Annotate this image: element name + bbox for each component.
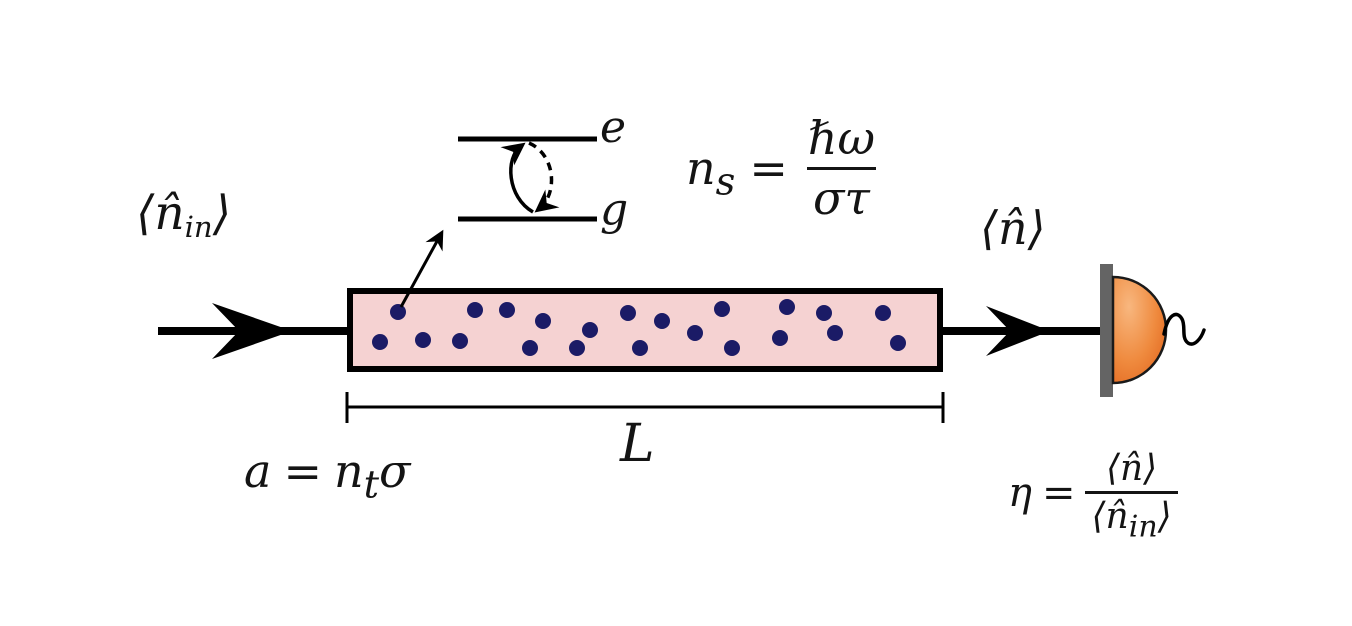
excited-level-label: e xyxy=(600,102,627,153)
atom-dot xyxy=(535,313,551,329)
excitation-arrow xyxy=(500,142,534,214)
atom-dot xyxy=(724,340,740,356)
detector-wire-squiggle-icon xyxy=(1162,312,1206,346)
ground-level-label: g xyxy=(600,184,629,235)
atom-dot xyxy=(415,332,431,348)
atom-pointer-arrow xyxy=(399,229,444,308)
atom-dot xyxy=(654,313,670,329)
atom-dot xyxy=(452,333,468,349)
detector-body-icon xyxy=(1111,275,1168,385)
atom-dot xyxy=(714,301,730,317)
atom-dot xyxy=(827,325,843,341)
output-photon-label: ⟨n̂⟩ xyxy=(980,201,1046,255)
atom-dot xyxy=(467,302,483,318)
input-photon-label: ⟨n̂in⟩ xyxy=(136,186,232,245)
atom-dot xyxy=(582,322,598,338)
length-label: L xyxy=(620,414,655,474)
atom-dot xyxy=(890,335,906,351)
atom-dot xyxy=(779,299,795,315)
emission-arrow-dashed xyxy=(528,141,560,213)
efficiency-equation: η = ⟨n̂⟩ ⟨n̂in⟩ xyxy=(1008,448,1178,542)
absorption-equation: a = ntσ xyxy=(244,444,411,508)
saturation-equation: ns = ℏω στ xyxy=(686,111,876,225)
atom-dot xyxy=(875,305,891,321)
atom-dot xyxy=(687,325,703,341)
medium-rect xyxy=(347,288,943,372)
atom-dot xyxy=(772,330,788,346)
output-beam-arrowhead-icon xyxy=(986,306,1050,356)
atom-dot xyxy=(522,340,538,356)
atom-dot xyxy=(632,340,648,356)
atom-dot xyxy=(620,305,636,321)
detector-faceplate-bar xyxy=(1100,264,1113,397)
atom-dot xyxy=(499,302,515,318)
atom-dot xyxy=(372,334,388,350)
atom-dot xyxy=(569,340,585,356)
input-beam-arrowhead-icon xyxy=(212,303,292,359)
atoms-group xyxy=(372,299,906,356)
atom-dot xyxy=(816,305,832,321)
atom-dot xyxy=(390,304,406,320)
